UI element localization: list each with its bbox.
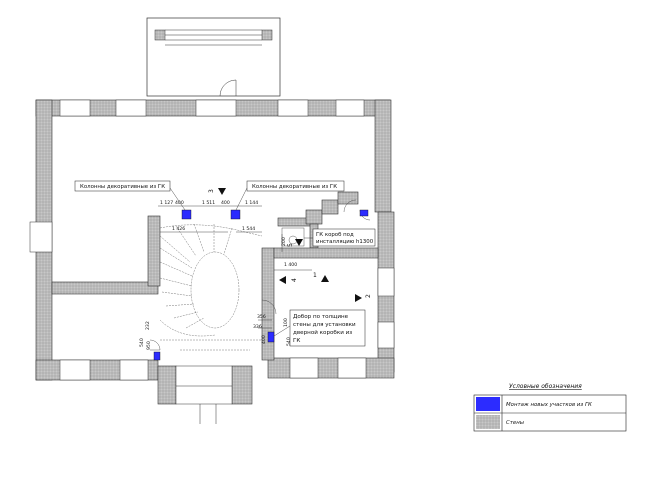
legend-swatch-walls: [476, 415, 500, 429]
dim-400-right: 400: [221, 200, 230, 206]
callout-door-line3: дверной коробки из: [293, 329, 352, 336]
dim-1511: 1 511: [202, 200, 215, 206]
view-marker-5-label: 5: [287, 243, 294, 247]
dim-540: 540: [286, 337, 292, 346]
dim-232: 232: [145, 321, 151, 330]
dim-1127: 1 127: [160, 200, 173, 206]
callout-door-line2: стены для установки: [293, 322, 356, 328]
view-marker-2-label: 2: [365, 294, 372, 298]
dim-336: 336: [253, 324, 262, 330]
new-gk-elements: [153, 209, 369, 361]
callout-door: Добор по толщине стены для установки две…: [273, 309, 366, 347]
dimension-texts: 1 127 400 1 511 400 1 144 1 426 1 544 1 …: [139, 200, 297, 350]
staircase: [159, 223, 263, 351]
dim-950: 950: [146, 341, 152, 350]
view-marker-4-label: 4: [291, 278, 298, 282]
legend-title: Условные обозначения: [509, 383, 582, 390]
view-marker-3-arrow: [218, 188, 226, 195]
callout-duct-box: [312, 228, 376, 247]
callout-door-line4: ГК: [293, 338, 300, 344]
entrance-door: [176, 385, 232, 424]
windows: [29, 99, 395, 405]
callout-duct-line1: ГК короб под: [316, 232, 354, 238]
callout-columns-right-box: [246, 180, 345, 192]
callout-door-line1: Добор по толщине: [293, 314, 349, 320]
dim-400-left: 400: [175, 200, 184, 206]
dim-100: 100: [283, 318, 289, 327]
dim-1144: 1 144: [245, 200, 258, 206]
callout-columns: Колонны декоративные из ГК Колонны декор…: [74, 180, 345, 211]
dim-540-left: 540: [139, 338, 145, 347]
dimension-lines: [158, 205, 312, 329]
dim-400-v: 400: [261, 335, 267, 344]
dim-356: 356: [257, 314, 266, 320]
callout-columns-left-box: [74, 180, 171, 192]
legend: Условные обозначения Монтаж новых участк…: [473, 383, 627, 432]
legend-item-walls: Стены: [506, 420, 525, 426]
callout-duct: ГК короб под инсталляцию h1300: [304, 228, 376, 247]
view-marker-1-label: 1: [313, 272, 317, 279]
view-marker-5-arrow: [295, 239, 303, 246]
view-marker-1-arrow: [321, 275, 329, 282]
legend-swatch-gk: [476, 397, 500, 411]
callout-columns-right: Колонны декоративные из ГК: [252, 184, 337, 190]
callout-duct-line2: инсталляцию h1300: [316, 239, 374, 245]
legend-item-gk: Монтаж новых участков из ГК: [506, 402, 593, 408]
dim-1400: 1 400: [284, 262, 297, 268]
view-marker-3-label: 3: [208, 189, 215, 193]
view-markers: 3 4 1 2 5: [208, 188, 372, 302]
view-marker-4-arrow: [279, 276, 286, 284]
dim-1544: 1 544: [242, 226, 255, 232]
terrace: [146, 17, 281, 97]
callout-columns-left: Колонны декоративные из ГК: [80, 184, 165, 190]
dim-200: 200: [281, 237, 287, 246]
view-marker-2-arrow: [355, 294, 362, 302]
callout-door-box: [289, 309, 366, 347]
dim-1426: 1 426: [172, 226, 185, 232]
